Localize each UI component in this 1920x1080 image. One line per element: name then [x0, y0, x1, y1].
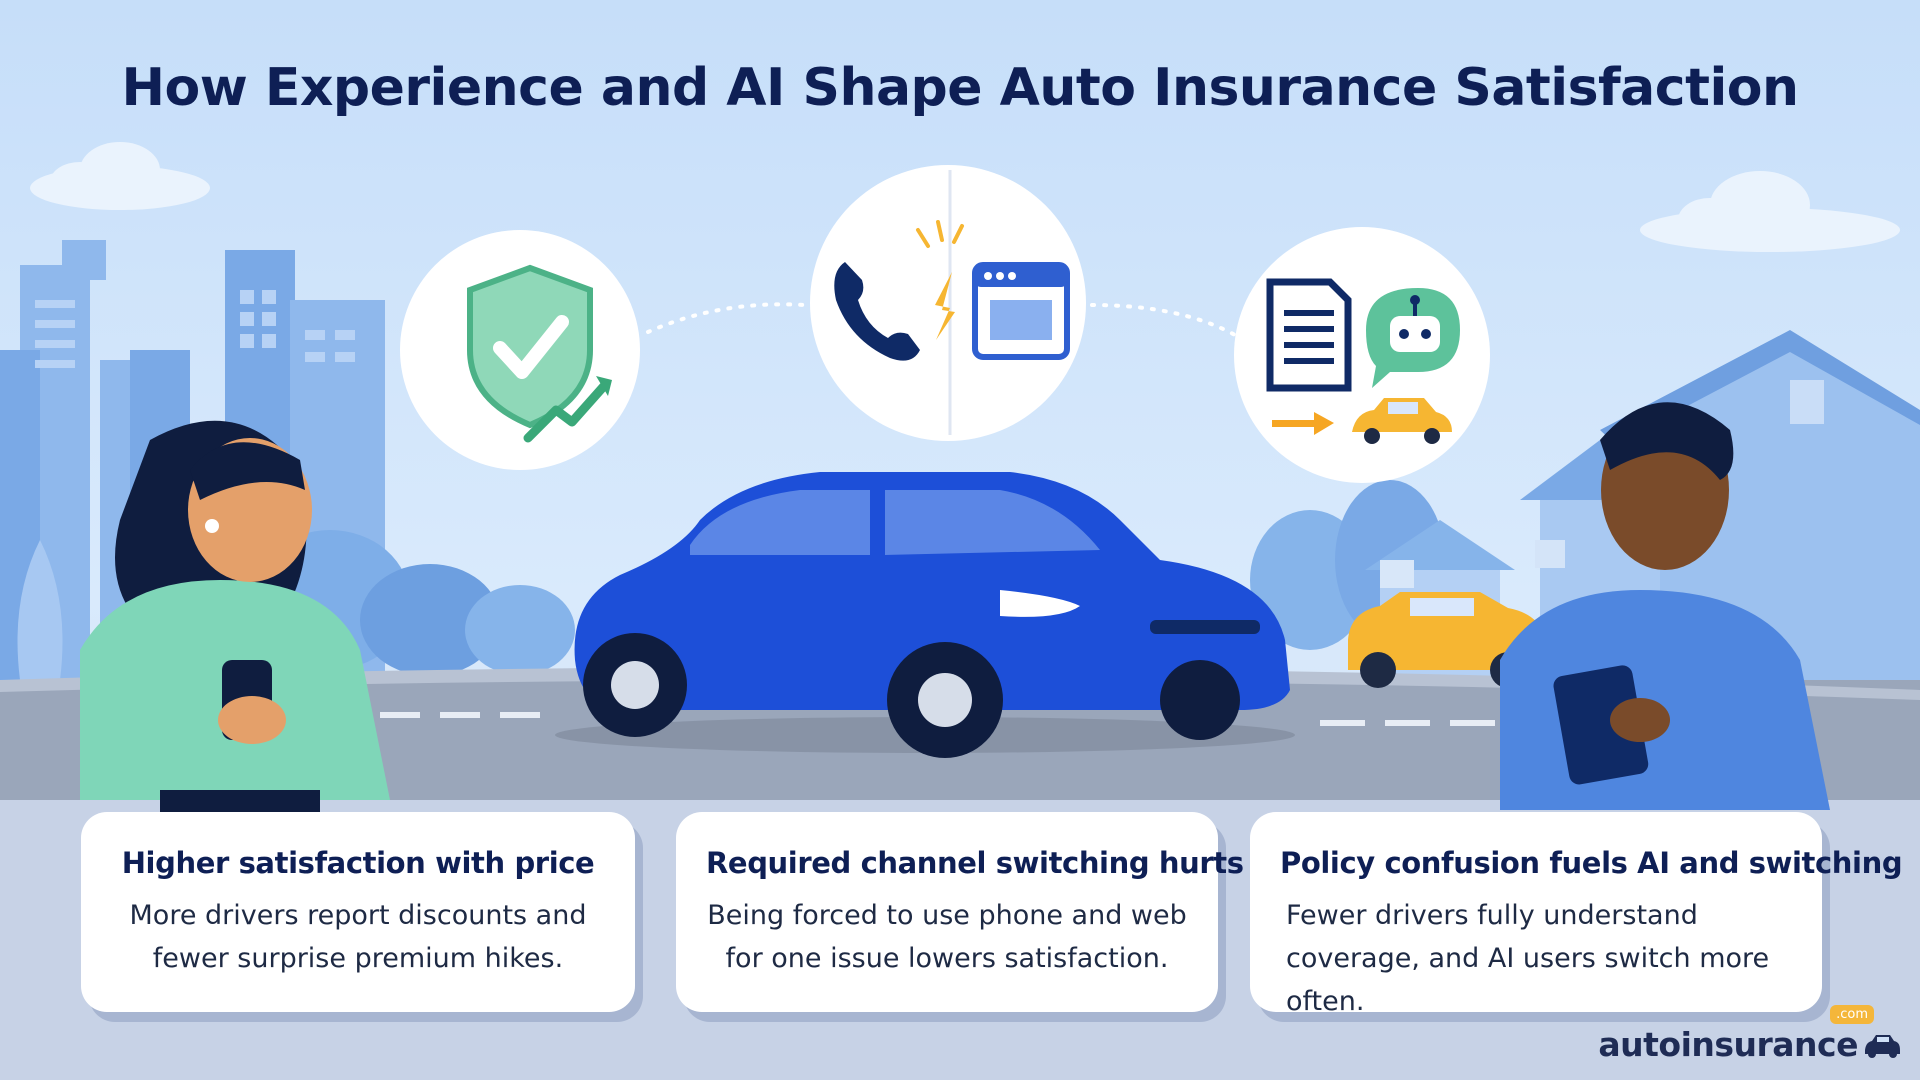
woman-figure	[80, 420, 390, 812]
card-channel-switching: Required channel switching hurts Being f…	[676, 812, 1244, 1012]
cloud-left	[30, 142, 210, 210]
document-icon	[1266, 278, 1352, 392]
icon-circle-channels	[810, 165, 1086, 441]
car-icon	[1352, 398, 1452, 444]
page-title: How Experience and AI Shape Auto Insuran…	[121, 58, 1799, 118]
chatbot-icon	[1366, 288, 1460, 388]
lane-markings	[380, 712, 1495, 726]
brand-car-icon	[1865, 1034, 1900, 1058]
brand-logo: .com autoinsurance	[1598, 1005, 1902, 1064]
brand-name: autoinsurance	[1598, 1025, 1858, 1064]
man-figure	[1500, 402, 1830, 810]
brand-tld-badge: .com	[1830, 1005, 1874, 1024]
card-policy-confusion: Policy confusion fuels AI and switching …	[1250, 812, 1903, 1017]
city-windows	[35, 290, 355, 368]
card-price-satisfaction: Higher satisfaction with price More driv…	[81, 812, 635, 1012]
arrow-right-icon	[1272, 412, 1334, 435]
shield-check-icon	[467, 264, 612, 443]
card-heading: Higher satisfaction with price	[121, 846, 595, 880]
main-car	[555, 472, 1295, 758]
card-heading: Required channel switching hurts	[706, 846, 1244, 880]
phone-icon	[834, 262, 920, 361]
lightning-icon	[916, 220, 964, 340]
card-heading: Policy confusion fuels AI and switching	[1280, 846, 1903, 880]
connector-right	[1090, 303, 1237, 337]
browser-window-icon	[972, 262, 1070, 360]
cloud-right	[1640, 171, 1900, 252]
